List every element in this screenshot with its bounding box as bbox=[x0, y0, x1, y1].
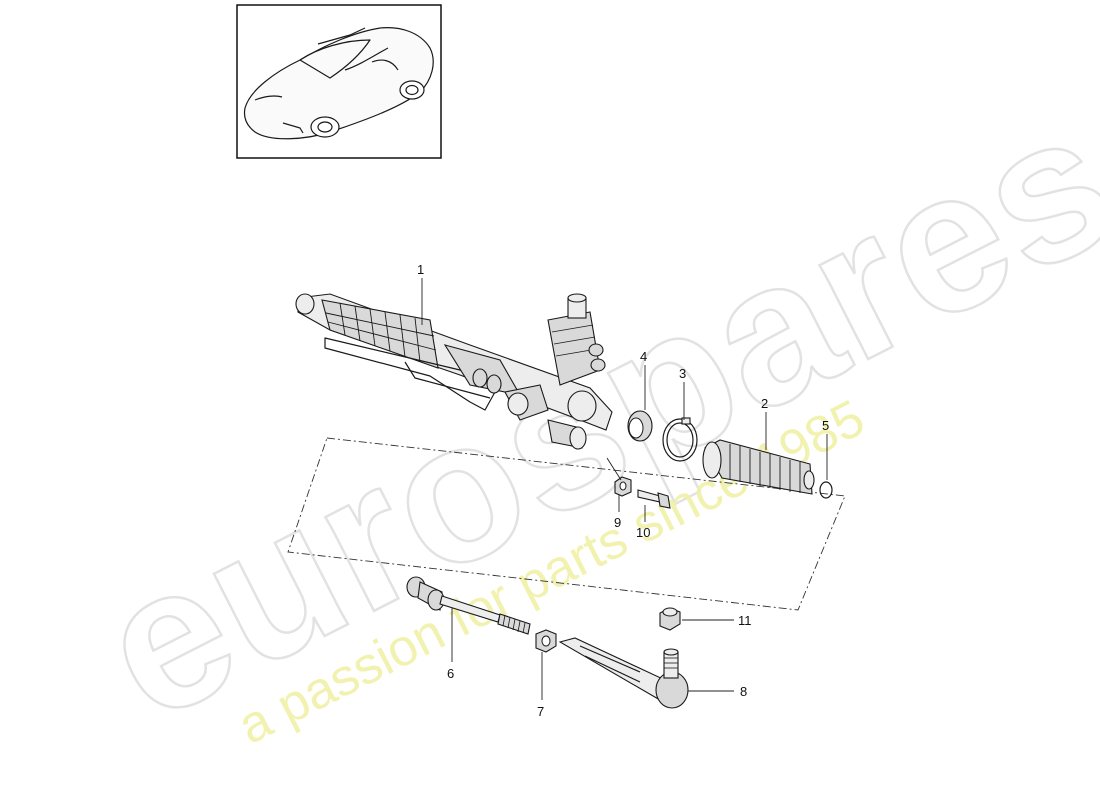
clamp bbox=[662, 417, 698, 462]
callout-layer: 1 2 3 4 5 6 7 8 9 10 11 bbox=[417, 262, 829, 719]
callout-10: 10 bbox=[636, 525, 650, 540]
bolt bbox=[637, 489, 671, 509]
callout-8: 8 bbox=[740, 684, 747, 699]
callout-11: 11 bbox=[738, 613, 752, 628]
callout-9: 9 bbox=[614, 515, 621, 530]
steering-rack bbox=[295, 293, 613, 450]
nut bbox=[614, 476, 632, 497]
callout-4: 4 bbox=[640, 349, 647, 364]
car-thumbnail-icon bbox=[243, 27, 434, 140]
car-thumbnail bbox=[236, 4, 442, 159]
callout-3: 3 bbox=[679, 366, 686, 381]
callout-2: 2 bbox=[761, 396, 768, 411]
callout-6: 6 bbox=[447, 666, 454, 681]
assembly-outline bbox=[287, 437, 846, 611]
lock-nut bbox=[535, 629, 557, 653]
callout-5: 5 bbox=[822, 418, 829, 433]
collar-ring bbox=[627, 410, 653, 442]
self-locking-nut bbox=[659, 607, 681, 631]
inner-tie-rod bbox=[406, 576, 531, 635]
tie-rod-end bbox=[558, 637, 689, 709]
small-clamp bbox=[819, 481, 833, 499]
callout-1: 1 bbox=[417, 262, 424, 277]
bellows-boot bbox=[702, 439, 815, 495]
leader-9-extension bbox=[606, 457, 622, 481]
callout-7: 7 bbox=[537, 704, 544, 719]
